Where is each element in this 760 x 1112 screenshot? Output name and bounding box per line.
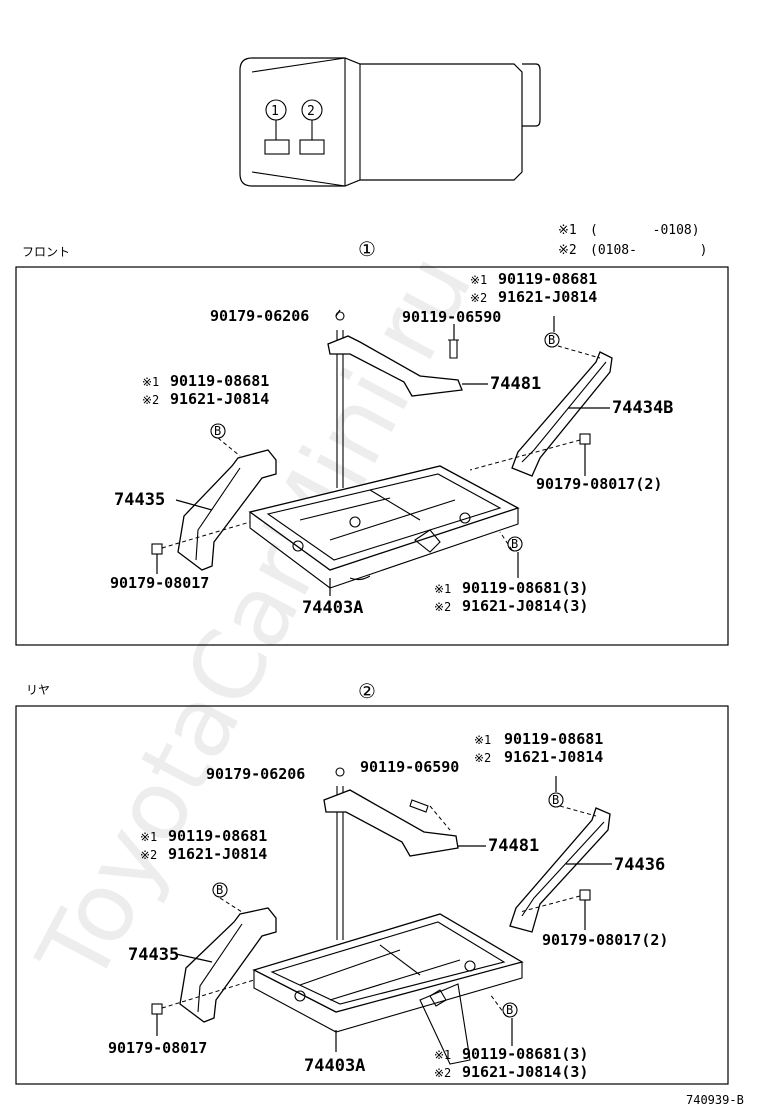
legend: ※1 ( -0108) ※2 (0108- ) <box>558 223 707 258</box>
p2-label-right-bracket: 74436 <box>614 855 665 875</box>
callout-b-bottom-letter: B <box>511 537 518 551</box>
p2-label-right-note1: ※1 <box>474 733 491 747</box>
battery-clamp <box>323 789 459 857</box>
p1-label-bolt-mid: 90119-06590 <box>402 308 501 326</box>
callout-b-bottom-letter: B <box>506 1003 513 1017</box>
panel1-number: ① <box>358 237 376 261</box>
p1-label-right-nut: 90179-08017(2) <box>536 475 662 493</box>
p2-label-left-nut: 90179-08017 <box>108 1039 207 1057</box>
legend-note2-range: (0108- ) <box>590 243 707 258</box>
p2-label-left-note1: ※1 <box>140 830 157 844</box>
p2-label-tray: 74403A <box>304 1056 365 1076</box>
panel2-caption: リヤ <box>26 683 50 697</box>
battery-tray <box>248 465 520 589</box>
panel1-drawing: B B B 90179-06206 90119-06590 74481 ※1 9… <box>110 270 673 618</box>
p2-label-bolt-top: 90179-06206 <box>206 765 305 783</box>
p1-label-bottom-note1: ※1 <box>434 582 451 596</box>
battery-clamp <box>327 335 463 397</box>
callout-b-left-letter: B <box>214 424 221 438</box>
p1-label-bolt-top: 90179-06206 <box>210 307 309 325</box>
nut-left <box>151 1003 163 1015</box>
left-bracket <box>177 449 277 571</box>
p2-label-bolt-mid: 90119-06590 <box>360 758 459 776</box>
p2-label-bottom-note1: ※1 <box>434 1048 451 1062</box>
callout-b-bottom <box>502 1002 518 1018</box>
figure-id: 740939-B <box>686 1093 744 1107</box>
watermark: ToyotaCarMini.ru <box>16 236 494 1001</box>
nut-right <box>579 889 591 901</box>
p2-label-left-pn1: 90119-08681 <box>168 827 267 845</box>
vehicle-marker-2: 2 <box>307 104 315 119</box>
p1-label-bottom-pn1: 90119-08681(3) <box>462 579 588 597</box>
p2-label-bottom-pn2: 91621-J0814(3) <box>462 1063 588 1081</box>
legend-note1-range: ( -0108) <box>590 223 700 238</box>
p1-label-bottom-note2: ※2 <box>434 600 451 614</box>
legend-note2-mark: ※2 <box>558 243 577 258</box>
vehicle-top-view: 1 2 <box>239 57 541 187</box>
panel2-frame <box>15 705 729 1085</box>
p1-label-bottom-pn2: 91621-J0814(3) <box>462 597 588 615</box>
p1-label-right-bracket: 74434B <box>612 398 673 418</box>
p1-label-right-pn1: 90119-08681 <box>498 270 597 288</box>
callout-b-right <box>548 792 564 808</box>
p2-label-right-pn2: 91621-J0814 <box>504 748 603 766</box>
callout-b-right <box>544 332 560 348</box>
p1-label-right-pn2: 91621-J0814 <box>498 288 597 306</box>
panel1-caption: フロント <box>22 245 70 259</box>
p1-label-left-note1: ※1 <box>142 375 159 389</box>
nut-left <box>151 543 163 555</box>
battery-tray <box>252 913 524 1065</box>
p2-label-left-pn2: 91621-J0814 <box>168 845 267 863</box>
p1-label-left-pn1: 90119-08681 <box>170 372 269 390</box>
p2-label-right-note2: ※2 <box>474 751 491 765</box>
nut-right <box>579 433 591 445</box>
p2-label-bottom-pn1: 90119-08681(3) <box>462 1045 588 1063</box>
left-bracket <box>179 907 277 1023</box>
callout-b-left-letter: B <box>216 883 223 897</box>
callout-b-right-letter: B <box>548 333 555 347</box>
vehicle-marker-1: 1 <box>271 104 279 119</box>
p2-label-clamp: 74481 <box>488 836 539 856</box>
panel2-drawing: B B B 90179-06206 90119-06590 74481 ※1 9… <box>108 730 668 1081</box>
panel2-number: ② <box>358 679 376 703</box>
p2-label-left-bracket: 74435 <box>128 945 179 965</box>
p1-label-right-note2: ※2 <box>470 291 487 305</box>
p2-label-right-pn1: 90119-08681 <box>504 730 603 748</box>
callout-b-right-letter: B <box>552 793 559 807</box>
callout-b-left <box>212 882 228 898</box>
p2-label-right-nut: 90179-08017(2) <box>542 931 668 949</box>
panel1-frame <box>15 266 729 646</box>
p1-label-left-bracket: 74435 <box>114 490 165 510</box>
p1-label-clamp: 74481 <box>490 374 541 394</box>
p2-label-bottom-note2: ※2 <box>434 1066 451 1080</box>
p1-label-left-pn2: 91621-J0814 <box>170 390 269 408</box>
right-bracket <box>511 351 613 477</box>
p2-label-left-note2: ※2 <box>140 848 157 862</box>
legend-note1-mark: ※1 <box>558 223 577 238</box>
p1-label-tray: 74403A <box>302 598 363 618</box>
p1-label-left-nut: 90179-08017 <box>110 574 209 592</box>
p1-label-left-note2: ※2 <box>142 393 159 407</box>
p1-label-right-note1: ※1 <box>470 273 487 287</box>
